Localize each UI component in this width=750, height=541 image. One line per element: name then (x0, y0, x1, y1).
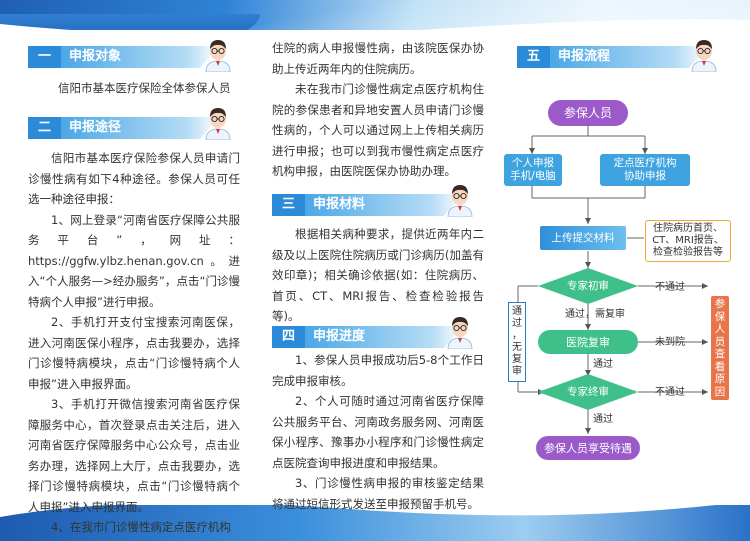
flow-hospital-recheck: 医院复审 (538, 330, 638, 354)
doctor-avatar-icon (205, 108, 231, 140)
flow-label: 检查检验报告等 (653, 247, 723, 258)
flow-label: 保 (714, 310, 726, 323)
paragraph: 1、网上登录“河南省医疗保障公共服务平台”，网址：https://ggfw.yl… (28, 212, 240, 309)
section-1-header: 一 申报对象 (28, 46, 220, 68)
flow-label: 因 (714, 385, 726, 398)
doctor-avatar-icon (447, 317, 473, 349)
flow-pass-3: 通过 (593, 413, 613, 425)
flow-label: 人 (714, 323, 726, 335)
flow-label: 参 (714, 298, 726, 310)
section-1-body: 信阳市基本医疗保险全体参保人员 (58, 81, 231, 95)
flow-label: CT、MRI报告、 (652, 235, 724, 246)
flow-not-pass-2: 不通过 (655, 386, 685, 398)
flow-label: 过 (512, 318, 522, 329)
section-title: 申报材料 (305, 194, 464, 216)
section-4-body: 1、参保人员申报成功后5-8个工作日完成申报审核。 2、个人可随时通过河南省医疗… (272, 350, 484, 514)
section-3-body: 根据相关病种要求，提供近两年内二级及以上医院住院病历或门诊病历(加盖有效印章)；… (272, 227, 484, 323)
flow-final-review-diamond (538, 374, 638, 410)
section-title: 申报进度 (305, 326, 464, 348)
flow-benefit: 参保人员享受待遇 (536, 436, 640, 460)
flow-not-pass-1: 不通过 (655, 281, 685, 293)
flow-not-arrive: 未到院 (655, 336, 685, 348)
section-2-body: 信阳市基本医疗保险参保人员申请门诊慢性病有如下4种途径。参保人员可任选一种途径申… (28, 148, 240, 538)
section-title: 申报途径 (61, 117, 220, 139)
flow-label: 通 (512, 306, 522, 317)
doctor-avatar-icon (691, 40, 717, 72)
flow-label: 员 (714, 335, 726, 348)
flow-label: 审 (512, 366, 522, 377)
flow-label: 查 (714, 348, 726, 360)
flow-label: 手机/电脑 (510, 170, 556, 182)
flow-materials: 住院病历首页、 CT、MRI报告、 检查检验报告等 (645, 220, 731, 262)
flow-pass-recheck: 通过，需复审 (565, 308, 625, 320)
paragraph: 3、门诊慢性病申报的审核鉴定结果将通过短信形式发送至申报预留手机号。 (272, 476, 484, 511)
flow-start: 参保人员 (548, 100, 628, 126)
paragraph: 信阳市基本医疗保险参保人员申请门诊慢性病有如下4种途径。参保人员可任选一种途径申… (28, 151, 240, 206)
section-3-header: 三 申报材料 (272, 194, 464, 216)
paragraph: 3、手机打开微信搜索河南省医疗保障服务中心，首次登录点击关注后，进入河南省医疗保… (28, 397, 240, 514)
flow-check-reason: 参 保 人 员 查 看 原 因 (711, 296, 729, 400)
flow-hospital-assist: 定点医疗机构 协助申报 (600, 154, 690, 186)
section-number: 二 (28, 117, 62, 139)
flow-pass-2: 通过 (593, 358, 613, 370)
flow-pass-no-recheck: 通 过 ， 无 复 审 (508, 302, 526, 382)
section-2-header: 二 申报途径 (28, 117, 220, 139)
bottom-curve (0, 495, 750, 517)
paragraph: 4、在我市门诊慢性病定点医疗机构 (51, 520, 231, 534)
flow-upload: 上传提交材料 (540, 226, 626, 250)
section-number: 五 (517, 46, 551, 68)
doctor-avatar-icon (205, 40, 231, 72)
section-4-header: 四 申报进度 (272, 326, 464, 348)
flow-first-review: 专家初审 (567, 279, 609, 292)
flow-label: 协助申报 (624, 170, 666, 182)
flow-first-review-diamond (538, 268, 638, 304)
flow-label: 个人申报 (512, 157, 554, 169)
section-number: 三 (272, 194, 306, 216)
doctor-avatar-icon (447, 185, 473, 217)
top-curve (0, 19, 750, 44)
flow-label: 原 (714, 373, 726, 385)
paragraph: 2、个人可随时通过河南省医疗保障公共服务平台、河南政务服务网、河南医保小程序、豫… (272, 394, 484, 470)
paragraph: 住院的病人申报慢性病，由该院医保办协助上传近两年内的住院病历。 (272, 41, 484, 76)
flow-self-apply: 个人申报 手机/电脑 (504, 154, 562, 186)
flow-label: 住院病历首页、 (653, 223, 723, 234)
section-number: 四 (272, 326, 306, 348)
paragraph: 未在我市门诊慢性病定点医疗机构住院的参保患者和异地安置人员申请门诊慢性病的，个人… (272, 82, 484, 178)
flow-label: 定点医疗机构 (613, 157, 677, 169)
col2-intro: 住院的病人申报慢性病，由该院医保办协助上传近两年内的住院病历。 未在我市门诊慢性… (272, 38, 484, 182)
flow-label: ， (512, 330, 522, 341)
flow-label: 无 (512, 342, 522, 353)
section-number: 一 (28, 46, 62, 68)
section-title: 申报流程 (550, 46, 709, 68)
paragraph: 1、参保人员申报成功后5-8个工作日完成申报审核。 (272, 353, 484, 388)
section-title: 申报对象 (61, 46, 220, 68)
flow-label: 复 (512, 354, 522, 365)
paragraph: 2、手机打开支付宝搜索河南医保，进入河南医保小程序，点击我要办，选择门诊慢特病模… (28, 315, 240, 391)
flow-final-review: 专家终审 (567, 385, 609, 398)
section-5-header: 五 申报流程 (517, 46, 709, 68)
flow-label: 看 (714, 360, 726, 373)
